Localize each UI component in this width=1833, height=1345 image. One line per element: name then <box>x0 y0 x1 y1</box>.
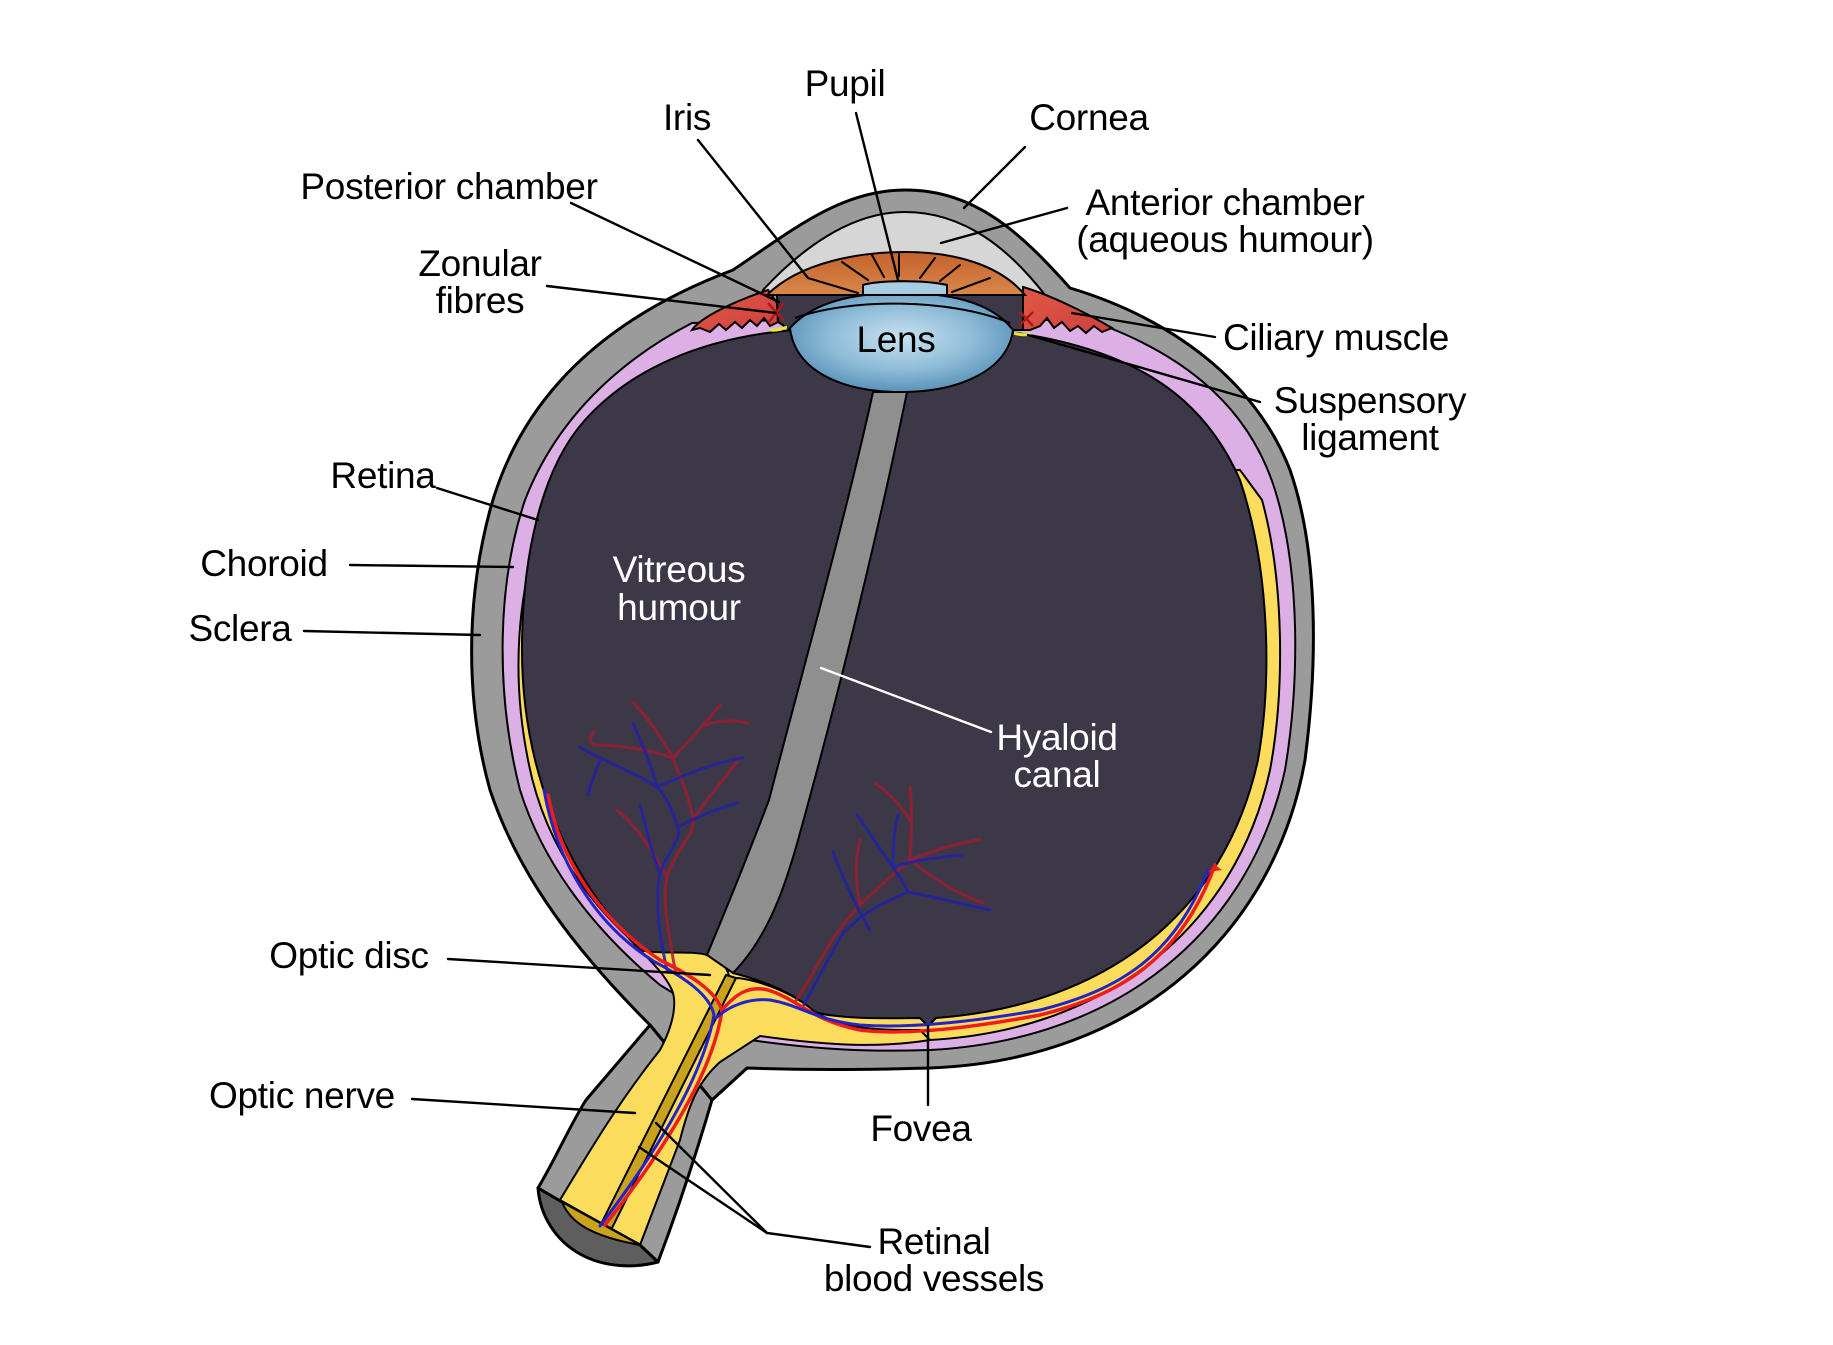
ciliary-muscle-right <box>1022 285 1115 335</box>
label-anterior-chamber-line2: (aqueous humour) <box>1076 219 1374 260</box>
leader-ciliary-muscle <box>1070 311 1217 339</box>
label-anterior-chamber-line1: Anterior chamber <box>1086 182 1365 223</box>
leader-retinal-blood-vessels-2 <box>637 1145 769 1235</box>
leader-optic-disc <box>446 957 712 977</box>
leader-lines <box>302 111 1262 1249</box>
leader-suspensory-ligament <box>1026 333 1262 404</box>
vein-right-retina <box>714 868 1210 1028</box>
leader-pupil <box>854 111 900 282</box>
arteries-tree-right <box>788 781 985 1012</box>
veins-tree-left <box>578 721 745 977</box>
pupil-lens-bulge <box>862 280 948 296</box>
label-zonular-fibres-line2: fibres <box>436 280 525 321</box>
label-suspensory-ligament-line1: Suspensory <box>1274 380 1467 421</box>
veins-tree-right <box>798 813 992 1014</box>
leader-iris <box>696 138 810 280</box>
label-optic-nerve: Optic nerve <box>209 1075 395 1116</box>
vein-left-retina <box>542 788 716 1228</box>
artery-right-retina-tip <box>1208 865 1222 872</box>
label-retinal-blood-vessels-line2: blood vessels <box>824 1258 1044 1299</box>
label-hyaloid-canal-line2: canal <box>1014 754 1101 795</box>
ciliary-muscle-left <box>689 288 780 334</box>
label-retina: Retina <box>330 455 436 496</box>
leader-hyaloid-canal <box>819 666 993 734</box>
leader-cornea <box>962 145 1027 210</box>
label-ciliary-muscle: Ciliary muscle <box>1223 317 1449 358</box>
hyaloid-canal <box>705 391 909 975</box>
label-posterior-chamber: Posterior chamber <box>300 166 597 207</box>
labels: Pupil Iris Cornea Posterior chamber Ante… <box>188 63 1467 1299</box>
label-zonular-fibres-line1: Zonular <box>418 243 541 284</box>
label-retinal-blood-vessels-line1: Retinal <box>877 1221 990 1262</box>
leader-posterior-chamber <box>569 201 781 304</box>
label-sclera: Sclera <box>188 608 292 649</box>
artery-right-retina <box>720 863 1217 1034</box>
leader-choroid <box>348 563 515 569</box>
retinal-vessels-main <box>542 788 1222 1228</box>
label-iris: Iris <box>663 97 711 138</box>
label-hyaloid-canal-line1: Hyaloid <box>996 717 1117 758</box>
label-lens: Lens <box>856 319 935 360</box>
label-pupil: Pupil <box>805 63 886 104</box>
label-choroid: Choroid <box>200 543 327 584</box>
label-fovea: Fovea <box>870 1108 972 1149</box>
retinal-blood-vessels <box>578 700 992 1014</box>
artery-left-retina <box>546 793 724 1227</box>
lens-arc <box>794 302 1011 324</box>
leader-optic-nerve <box>410 1097 637 1115</box>
leader-anterior-chamber <box>939 206 1069 245</box>
label-optic-disc: Optic disc <box>269 935 428 976</box>
label-vitreous-humour-line1: Vitreous <box>613 549 746 590</box>
leader-zonular-fibres <box>545 284 778 315</box>
leader-sclera <box>302 629 482 637</box>
label-cornea: Cornea <box>1029 97 1149 138</box>
leader-retina <box>435 486 540 522</box>
label-vitreous-humour-line2: humour <box>617 587 741 628</box>
label-suspensory-ligament-line2: ligament <box>1301 417 1439 458</box>
iris-radial-lines <box>807 253 991 294</box>
